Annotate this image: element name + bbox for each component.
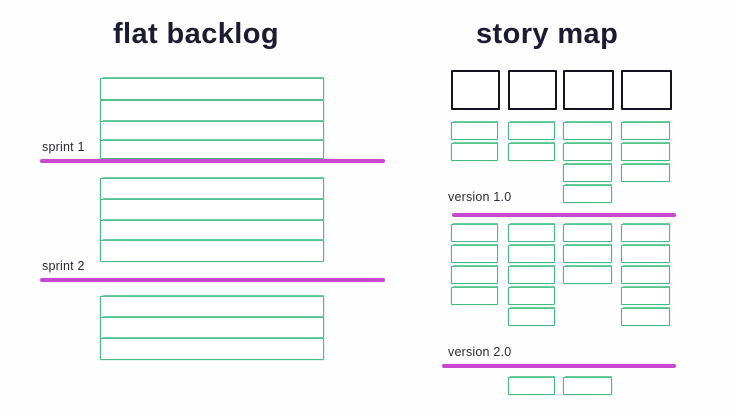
story-map-activity-box [451,69,500,110]
backlog-bar [100,198,324,221]
backlog-bar [100,295,324,318]
story-card [451,142,498,161]
story-card [508,307,555,326]
story-card [563,184,612,203]
backlog-bar [100,77,324,100]
story-card [508,121,555,140]
story-card [621,265,670,284]
backlog-bar [100,177,324,200]
sprint-label: sprint 1 [42,140,85,154]
story-card [508,265,555,284]
story-card [621,244,670,263]
backlog-bar [100,99,324,122]
version-label: version 1.0 [448,190,512,204]
story-card [621,163,670,182]
story-card [508,376,555,395]
story-card [563,244,612,263]
story-card [621,142,670,161]
backlog-bar [100,139,324,159]
story-card [621,307,670,326]
story-map-activity-box [563,69,614,110]
flat-backlog-title: flat backlog [113,18,279,50]
backlog-bar [100,316,324,339]
story-card [508,142,555,161]
story-card [621,223,670,242]
backlog-bar [100,239,324,262]
story-card [508,244,555,263]
story-card [508,223,555,242]
version-label: version 2.0 [448,345,512,359]
sprint-divider-line [40,278,385,282]
story-card [563,163,612,182]
story-card [451,244,498,263]
backlog-bar [100,337,324,360]
story-map-activity-box [508,69,557,110]
story-map-title: story map [476,18,619,50]
story-card [621,121,670,140]
story-card [563,121,612,140]
story-card [451,223,498,242]
version-divider-line [452,213,676,217]
story-card [451,286,498,305]
story-map-activity-box [621,69,672,110]
story-card [508,286,555,305]
story-card [563,223,612,242]
story-card [451,121,498,140]
story-card [563,265,612,284]
story-card [621,286,670,305]
story-card [451,265,498,284]
version-divider-line [442,364,676,368]
sprint-divider-line [40,159,385,163]
story-card [563,376,612,395]
sprint-label: sprint 2 [42,259,85,273]
story-card [563,142,612,161]
